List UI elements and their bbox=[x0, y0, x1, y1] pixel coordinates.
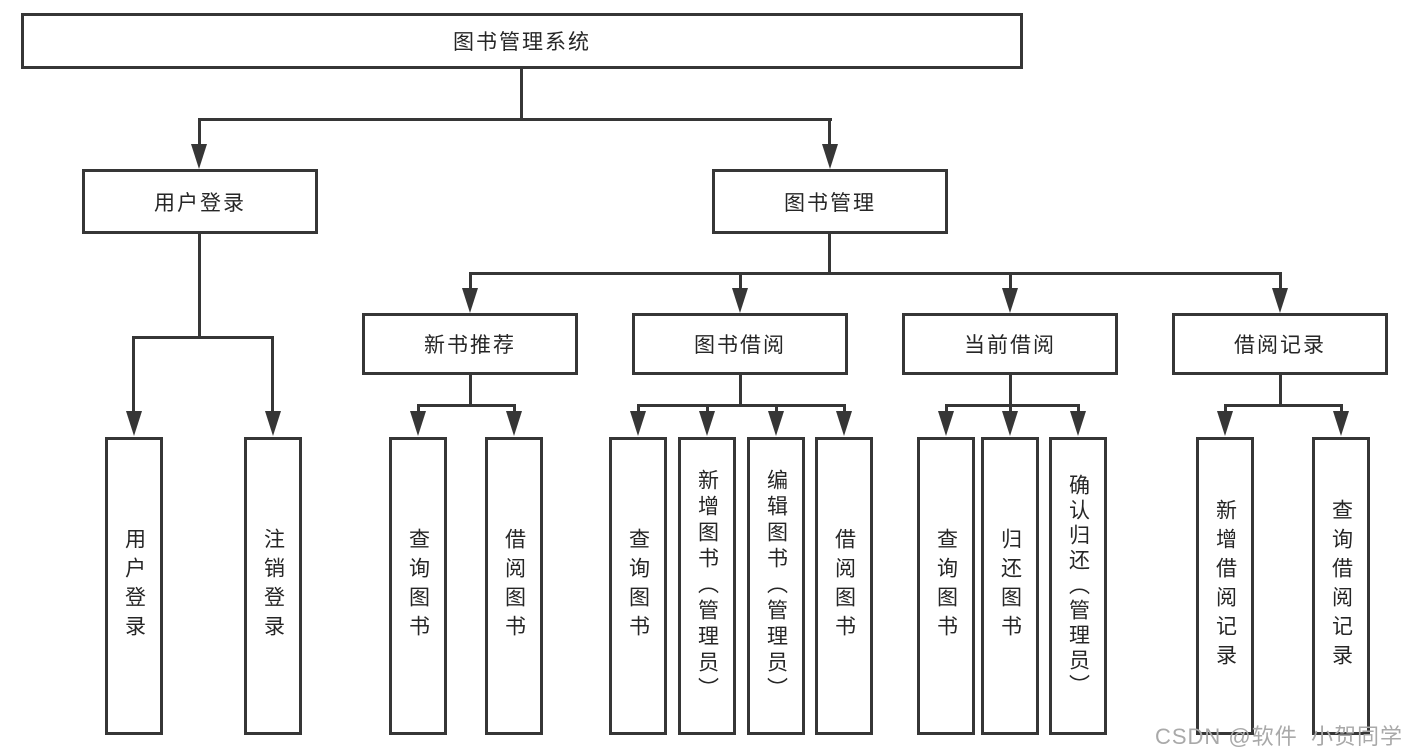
arrow-down-icon bbox=[1002, 288, 1018, 313]
leaf-bb-edit-book-admin: 编辑图书（管理员） bbox=[747, 437, 805, 735]
arrow-down-icon bbox=[836, 411, 852, 436]
arrow-down-icon bbox=[1217, 411, 1233, 436]
connector-cb-drop-2 bbox=[1009, 404, 1012, 414]
connector-bb-stem bbox=[739, 373, 742, 406]
leaf-br-add-record: 新增借阅记录 bbox=[1196, 437, 1254, 735]
leaf-cb-confirm-return-admin-label: 确认归还（管理员） bbox=[1066, 473, 1090, 699]
connector-user-login-stem bbox=[198, 233, 201, 336]
arrow-down-icon bbox=[1272, 288, 1288, 313]
leaf-bb-add-book-admin-label: 新增图书（管理员） bbox=[695, 469, 719, 703]
leaf-br-query-record-label: 查询借阅记录 bbox=[1329, 499, 1353, 673]
node-root-label: 图书管理系统 bbox=[453, 31, 591, 54]
connector-root-stem bbox=[520, 68, 523, 118]
node-current-borrowing: 当前借阅 bbox=[902, 313, 1118, 375]
arrow-down-icon bbox=[410, 411, 426, 436]
connector-nbr-rail bbox=[417, 404, 516, 407]
leaf-bb-edit-book-admin-label: 编辑图书（管理员） bbox=[764, 469, 788, 703]
node-new-book-recommend: 新书推荐 bbox=[362, 313, 578, 375]
connector-book-management-stem bbox=[828, 233, 831, 273]
arrow-down-icon bbox=[822, 144, 838, 169]
node-book-management-label: 图书管理 bbox=[784, 191, 876, 215]
connector-br-rail bbox=[1224, 404, 1343, 407]
connector-bm-drop-2 bbox=[739, 272, 742, 292]
connector-cb-rail bbox=[945, 404, 1080, 407]
connector-cb-drop-1 bbox=[945, 404, 948, 414]
connector-bb-drop-3 bbox=[775, 404, 778, 414]
node-borrowing-records: 借阅记录 bbox=[1172, 313, 1388, 375]
leaf-cb-query-book: 查询图书 bbox=[917, 437, 975, 735]
leaf-bb-borrow-book-label: 借阅图书 bbox=[832, 528, 856, 644]
connector-bm-drop-4 bbox=[1279, 272, 1282, 292]
connector-bb-drop-2 bbox=[706, 404, 709, 414]
connector-user-login-drop-2 bbox=[271, 336, 274, 412]
leaf-nbr-borrow-book: 借阅图书 bbox=[485, 437, 543, 735]
connector-bm-drop-1 bbox=[469, 272, 472, 292]
arrow-down-icon bbox=[265, 411, 281, 436]
arrow-down-icon bbox=[462, 288, 478, 313]
connector-nbr-stem bbox=[469, 373, 472, 406]
node-book-borrowing: 图书借阅 bbox=[632, 313, 848, 375]
connector-br-drop-2 bbox=[1340, 404, 1343, 414]
arrow-down-icon bbox=[699, 411, 715, 436]
connector-bb-drop-4 bbox=[843, 404, 846, 414]
leaf-cb-query-book-label: 查询图书 bbox=[934, 528, 958, 644]
arrow-down-icon bbox=[1070, 411, 1086, 436]
connector-bb-drop-1 bbox=[637, 404, 640, 414]
arrow-down-icon bbox=[768, 411, 784, 436]
node-new-book-recommend-label: 新书推荐 bbox=[424, 334, 516, 357]
leaf-user-login: 用户登录 bbox=[105, 437, 163, 735]
connector-cb-stem bbox=[1009, 373, 1012, 406]
connector-bm-drop-3 bbox=[1009, 272, 1012, 292]
connector-nbr-drop-1 bbox=[417, 404, 420, 414]
connector-user-login-rail bbox=[133, 336, 274, 339]
leaf-br-query-record: 查询借阅记录 bbox=[1312, 437, 1370, 735]
arrow-down-icon bbox=[938, 411, 954, 436]
connector-book-management-rail bbox=[469, 272, 1282, 275]
leaf-logout-label: 注销登录 bbox=[261, 528, 285, 644]
leaf-bb-query-book: 查询图书 bbox=[609, 437, 667, 735]
leaf-logout: 注销登录 bbox=[244, 437, 302, 735]
leaf-bb-add-book-admin: 新增图书（管理员） bbox=[678, 437, 736, 735]
csdn-watermark: CSDN @软件_小贺同学 bbox=[1154, 724, 1403, 747]
node-user-login-label: 用户登录 bbox=[154, 191, 246, 215]
leaf-user-login-label: 用户登录 bbox=[122, 528, 146, 644]
connector-nbr-drop-2 bbox=[513, 404, 516, 414]
leaf-br-add-record-label: 新增借阅记录 bbox=[1213, 499, 1237, 673]
node-book-borrowing-label: 图书借阅 bbox=[694, 334, 786, 357]
arrow-down-icon bbox=[506, 411, 522, 436]
leaf-nbr-query-book: 查询图书 bbox=[389, 437, 447, 735]
connector-cb-drop-3 bbox=[1077, 404, 1080, 414]
node-user-login: 用户登录 bbox=[82, 169, 318, 234]
leaf-bb-borrow-book: 借阅图书 bbox=[815, 437, 873, 735]
node-book-management: 图书管理 bbox=[712, 169, 948, 234]
leaf-nbr-borrow-book-label: 借阅图书 bbox=[502, 528, 526, 644]
arrow-down-icon bbox=[191, 144, 207, 169]
arrow-down-icon bbox=[1333, 411, 1349, 436]
arrow-down-icon bbox=[630, 411, 646, 436]
connector-br-drop-1 bbox=[1224, 404, 1227, 414]
connector-root-drop-left bbox=[198, 118, 201, 148]
leaf-cb-return-book: 归还图书 bbox=[981, 437, 1039, 735]
leaf-nbr-query-book-label: 查询图书 bbox=[406, 528, 430, 644]
leaf-bb-query-book-label: 查询图书 bbox=[626, 528, 650, 644]
connector-root-drop-right bbox=[828, 118, 831, 148]
connector-br-stem bbox=[1279, 373, 1282, 406]
arrow-down-icon bbox=[732, 288, 748, 313]
node-current-borrowing-label: 当前借阅 bbox=[964, 334, 1056, 357]
connector-root-rail bbox=[198, 118, 832, 121]
connector-user-login-drop-1 bbox=[132, 336, 135, 412]
node-root: 图书管理系统 bbox=[21, 13, 1023, 69]
connector-bb-rail bbox=[637, 404, 846, 407]
leaf-cb-confirm-return-admin: 确认归还（管理员） bbox=[1049, 437, 1107, 735]
leaf-cb-return-book-label: 归还图书 bbox=[998, 528, 1022, 644]
arrow-down-icon bbox=[126, 411, 142, 436]
node-borrowing-records-label: 借阅记录 bbox=[1234, 334, 1326, 357]
arrow-down-icon bbox=[1002, 411, 1018, 436]
